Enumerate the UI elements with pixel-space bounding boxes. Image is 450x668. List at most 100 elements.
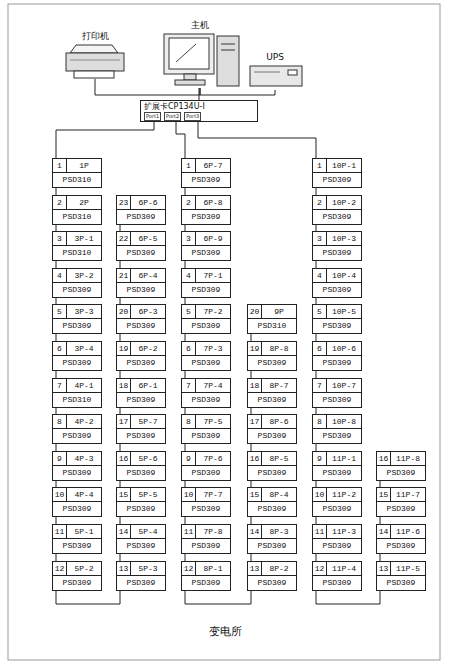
device-model: PSD309 [117, 576, 165, 590]
device-name: 9P [262, 305, 296, 318]
device-header: 67P-3 [182, 342, 230, 356]
connector-line [198, 122, 316, 158]
device-model: PSD309 [117, 319, 165, 333]
device-box: 216P-4PSD309 [116, 268, 166, 298]
device-name: 4P-3 [67, 452, 101, 465]
device-model: PSD309 [248, 502, 296, 516]
device-box: 168P-5PSD309 [247, 451, 297, 481]
device-number: 15 [117, 488, 131, 501]
device-name: 11P-1 [327, 452, 361, 465]
device-name: 7P-4 [196, 379, 230, 392]
device-header: 1411P-6 [377, 525, 425, 539]
device-header: 1511P-7 [377, 488, 425, 502]
device-name: 11P-8 [391, 452, 425, 465]
device-number: 16 [117, 452, 131, 465]
device-number: 3 [313, 232, 327, 245]
device-name: 8P-7 [262, 379, 296, 392]
device-model-row: PSD309 [53, 502, 101, 516]
device-header: 175P-7 [117, 415, 165, 429]
device-name: 6P-6 [131, 196, 165, 209]
device-number: 19 [117, 342, 131, 355]
device-model: PSD310 [53, 393, 101, 407]
device-number: 14 [117, 525, 131, 538]
device-model-row: PSD309 [313, 502, 361, 516]
device-model-row: PSD309 [182, 210, 230, 224]
device-number: 13 [377, 562, 391, 575]
device-number: 19 [248, 342, 262, 355]
device-header: 74P-1 [53, 379, 101, 393]
device-model: PSD309 [182, 502, 230, 516]
device-model: PSD309 [53, 283, 101, 297]
device-model: PSD309 [377, 502, 425, 516]
device-box: 198P-8PSD309 [247, 341, 297, 371]
device-box: 104P-4PSD309 [52, 487, 102, 517]
device-header: 1211P-4 [313, 562, 361, 576]
device-header: 165P-6 [117, 452, 165, 466]
device-model-row: PSD309 [313, 283, 361, 297]
connector-line [316, 444, 317, 451]
device-box: 43P-2PSD309 [52, 268, 102, 298]
device-number: 10 [313, 488, 327, 501]
device-model: PSD309 [182, 466, 230, 480]
port-label: Port1 [144, 112, 161, 121]
device-model-row: PSD309 [53, 466, 101, 480]
port-row: Port1Port2Port3 [144, 112, 254, 121]
device-header: 216P-4 [117, 269, 165, 283]
device-model: PSD309 [182, 173, 230, 187]
device-model: PSD309 [117, 356, 165, 370]
device-box: 1011P-2PSD309 [312, 487, 362, 517]
device-number: 1 [182, 159, 196, 172]
device-model-row: PSD309 [248, 393, 296, 407]
device-name: 6P-9 [196, 232, 230, 245]
device-model-row: PSD309 [182, 319, 230, 333]
device-header: 1611P-8 [377, 452, 425, 466]
connector-line [56, 591, 120, 604]
device-model-row: PSD309 [248, 576, 296, 590]
equipment-label: UPS [246, 52, 304, 63]
device-number: 5 [313, 305, 327, 318]
device-name: 5P-2 [67, 562, 101, 575]
device-model: PSD310 [53, 173, 101, 187]
device-model-row: PSD309 [313, 173, 361, 187]
connector-line [200, 88, 275, 95]
device-name: 4P-4 [67, 488, 101, 501]
device-model: PSD309 [53, 319, 101, 333]
equipment-label: 打印机 [62, 31, 128, 42]
device-header: 1011P-2 [313, 488, 361, 502]
device-model: PSD309 [117, 246, 165, 260]
device-name: 4P-2 [67, 415, 101, 428]
device-model: PSD309 [182, 393, 230, 407]
expansion-card: 扩展卡CP134U-IPort1Port2Port3 [140, 100, 258, 122]
device-box: 155P-5PSD309 [116, 487, 166, 517]
device-box: 125P-2PSD309 [52, 561, 102, 591]
device-model: PSD309 [182, 319, 230, 333]
device-name: 2P [67, 196, 101, 209]
device-box: 1511P-7PSD309 [376, 487, 426, 517]
equipment-label-box: 打印机 [62, 31, 128, 79]
connector-line [56, 122, 154, 158]
device-name: 8P-6 [262, 415, 296, 428]
device-header: 168P-5 [248, 452, 296, 466]
device-number: 12 [53, 562, 67, 575]
device-model-row: PSD309 [313, 246, 361, 260]
device-name: 11P-5 [391, 562, 425, 575]
device-header: 206P-3 [117, 305, 165, 319]
device-number: 7 [182, 379, 196, 392]
device-model-row: PSD309 [117, 210, 165, 224]
device-number: 12 [182, 562, 196, 575]
device-name: 8P-5 [262, 452, 296, 465]
device-model: PSD309 [248, 576, 296, 590]
device-model: PSD309 [53, 502, 101, 516]
device-model-row: PSD309 [377, 502, 425, 516]
device-header: 236P-6 [117, 196, 165, 210]
device-number: 4 [313, 269, 327, 282]
device-model-row: PSD309 [377, 539, 425, 553]
device-name: 10P-7 [327, 379, 361, 392]
device-name: 3P-2 [67, 269, 101, 282]
device-header: 410P-4 [313, 269, 361, 283]
connector-line [251, 554, 252, 561]
device-name: 3P-4 [67, 342, 101, 355]
device-model: PSD309 [313, 283, 361, 297]
device-header: 148P-3 [248, 525, 296, 539]
device-model: PSD309 [117, 393, 165, 407]
